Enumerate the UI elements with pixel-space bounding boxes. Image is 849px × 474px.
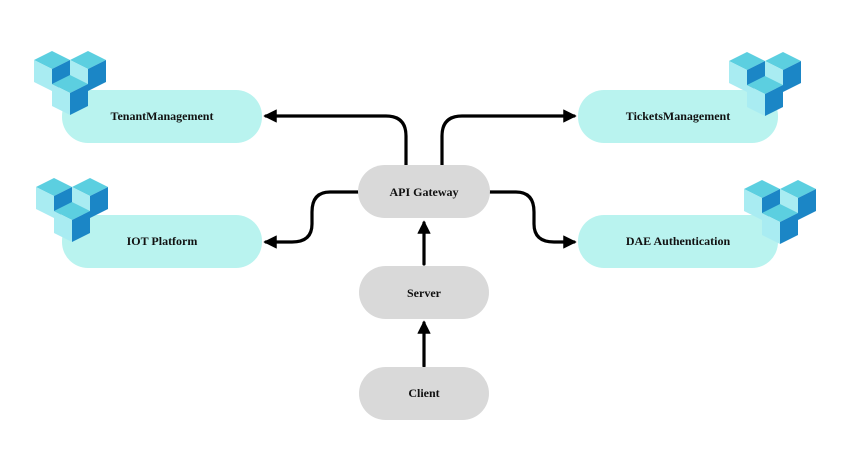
node-api-gateway: API Gateway [358, 165, 490, 218]
node-label: DAE Authentication [626, 234, 731, 248]
node-label: TicketsManagement [626, 109, 730, 123]
edge-gateway-dae [488, 190, 577, 249]
service-box [578, 215, 778, 268]
core-box [358, 165, 490, 218]
edges [263, 109, 577, 368]
node-iot-platform: IOT Platform [36, 178, 262, 268]
node-label: Client [408, 386, 439, 400]
node-tenant-management: TenantManagement [34, 51, 262, 143]
node-label: IOT Platform [127, 234, 198, 248]
node-label: TenantManagement [111, 109, 214, 123]
node-label: API Gateway [390, 185, 459, 199]
service-box [62, 90, 262, 143]
node-client: Client [359, 367, 489, 420]
core-box [359, 367, 489, 420]
node-tickets-management: TicketsManagement [578, 52, 801, 143]
edge-gateway-tickets [440, 109, 577, 167]
edge-gateway-tenant [263, 109, 408, 167]
core-box [359, 266, 489, 319]
node-dae-authentication: DAE Authentication [578, 180, 816, 268]
edge-gateway-iot [263, 190, 360, 249]
node-label: Server [407, 286, 442, 300]
service-box [62, 215, 262, 268]
node-server: Server [359, 266, 489, 319]
service-box [578, 90, 778, 143]
